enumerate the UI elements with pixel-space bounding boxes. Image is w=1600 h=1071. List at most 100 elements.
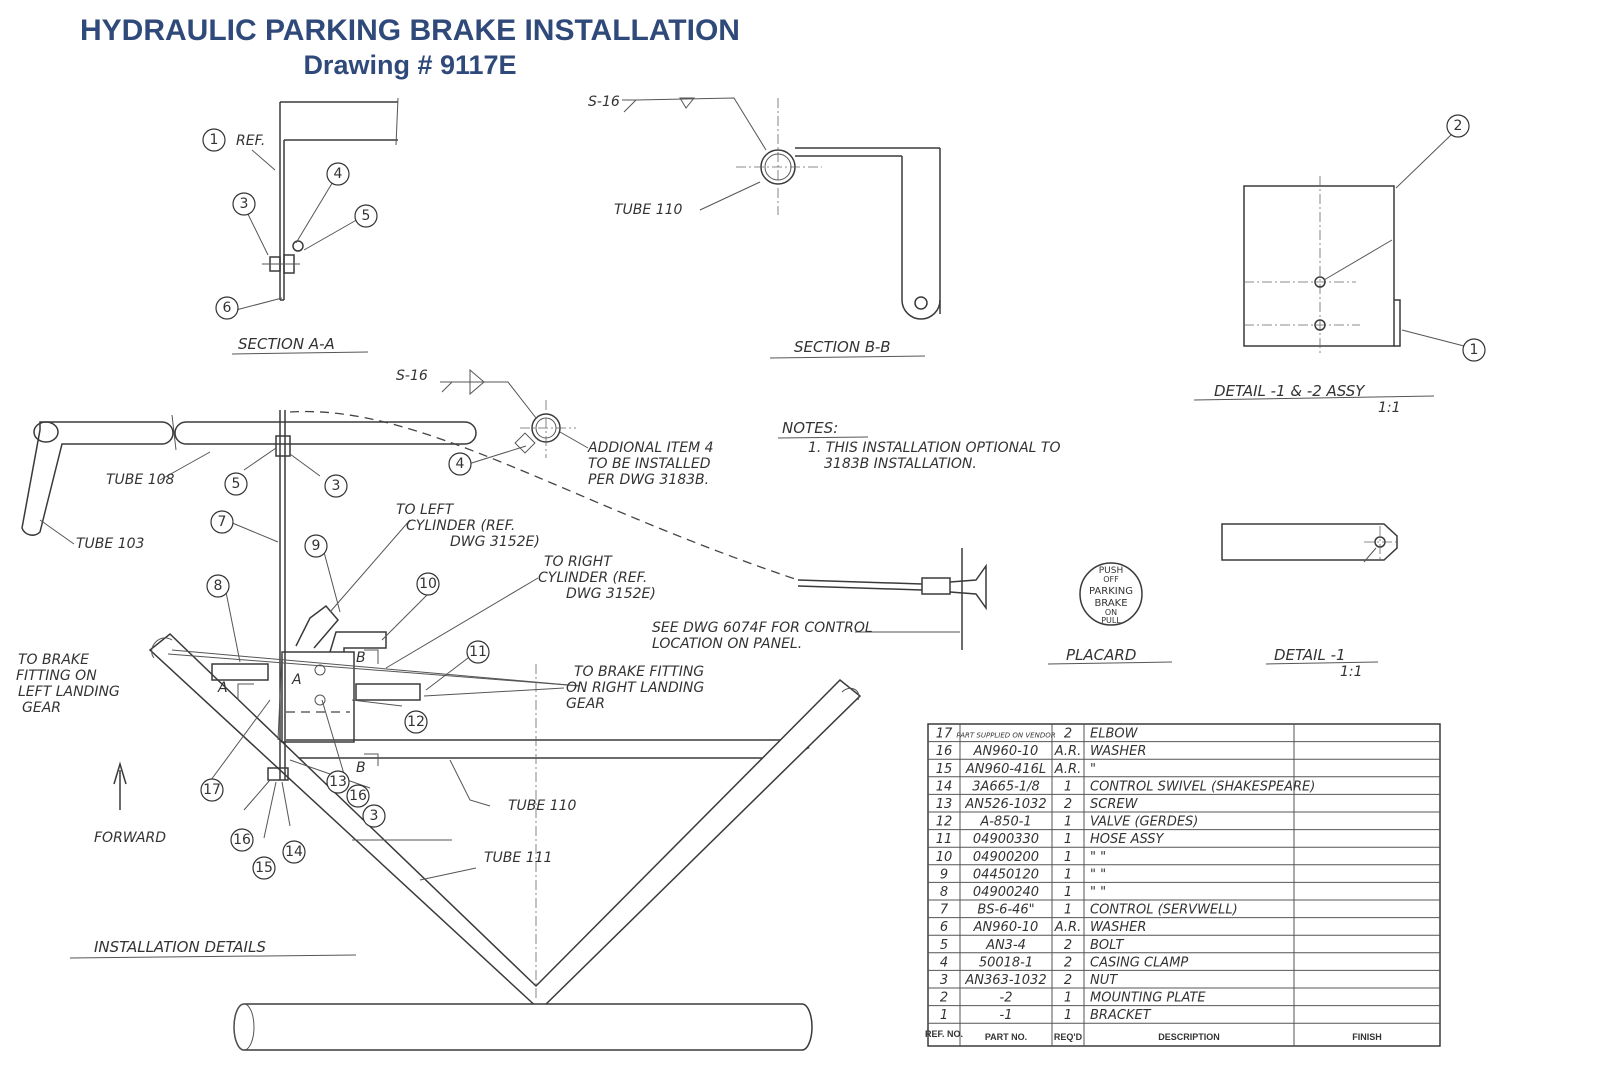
table-cell-qty: 1	[1064, 867, 1072, 882]
table-cell-ref: 12	[936, 815, 953, 830]
table-cell-ref: 14	[936, 779, 953, 794]
table-cell-qty: 1	[1064, 991, 1072, 1006]
table-cell-desc: ELBOW	[1090, 727, 1139, 742]
tube-110-label: TUBE 110	[614, 202, 683, 218]
balloon-9	[304, 534, 328, 558]
table-cell-part: 04900330	[973, 832, 1039, 847]
control-note-line-1: SEE DWG 6074F FOR CONTROL	[652, 620, 873, 636]
table-cell-ref: 5	[940, 938, 948, 953]
table-cell-part: -1	[1000, 1008, 1013, 1023]
placard-text: PARKING	[1089, 586, 1133, 597]
balloon-14	[282, 840, 306, 864]
placard-title: PLACARD	[1066, 646, 1136, 664]
balloon-label: 17	[203, 782, 221, 798]
table-header-qty: REQ'D	[1054, 1032, 1083, 1042]
balloon-3	[324, 474, 348, 498]
detail-assy-title: DETAIL -1 & -2 ASSY	[1214, 382, 1366, 400]
balloon-label: 4	[456, 456, 465, 472]
drawing-number: Drawing # 9117E	[303, 50, 517, 80]
balloon-label: 5	[362, 208, 371, 224]
drawing-title: HYDRAULIC PARKING BRAKE INSTALLATION	[80, 14, 740, 47]
balloon-label: 2	[1454, 118, 1463, 134]
table-cell-qty: 1	[1064, 832, 1072, 847]
balloon-17	[200, 778, 224, 802]
balloon-label: 11	[469, 644, 487, 660]
balloon-11	[466, 640, 490, 664]
right-cylinder-line-1: TO RIGHT	[544, 554, 613, 570]
table-cell-ref: 10	[936, 850, 953, 865]
view-b-mark: B	[356, 650, 366, 666]
balloon-label: 13	[329, 774, 347, 790]
section-b-b: S-16 TUBE 110 SECTION B-B	[588, 94, 941, 359]
weld-label: S-16	[588, 94, 620, 110]
table-cell-desc: HOSE ASSY	[1090, 832, 1165, 847]
notes-title: NOTES:	[782, 419, 838, 437]
placard-text: BRAKE	[1094, 598, 1127, 609]
table-header-finish: FINISH	[1352, 1032, 1382, 1042]
table-cell-ref: 3	[940, 973, 948, 988]
table-cell-desc: " "	[1090, 850, 1106, 865]
table-cell-part: 3A665-1/8	[972, 779, 1040, 794]
table-cell-qty: 2	[1064, 797, 1072, 812]
table-cell-part: BS-6-46"	[977, 903, 1034, 918]
table-cell-desc: BOLT	[1090, 938, 1125, 953]
tube-103-label: TUBE 103	[76, 536, 144, 552]
additional-note-line-3: PER DWG 3183B.	[588, 472, 709, 488]
table-cell-desc: VALVE (GERDES)	[1090, 815, 1198, 830]
table-cell-ref: 15	[936, 762, 953, 777]
table-cell-desc: CONTROL SWIVEL (SHAKESPEARE)	[1090, 779, 1315, 794]
detail-1-title: DETAIL -1	[1274, 646, 1346, 664]
left-cylinder-line-2: CYLINDER (REF.	[406, 518, 515, 534]
placard: PUSH OFF PARKING BRAKE ON PULL PLACARD	[1047, 562, 1173, 665]
table-cell-ref: 8	[940, 885, 948, 900]
balloon-label: 3	[370, 808, 379, 824]
table-header-part: PART NO.	[985, 1032, 1027, 1042]
table-cell-qty: A.R.	[1054, 762, 1081, 777]
balloon-2	[1446, 114, 1470, 138]
table-cell-desc: "	[1090, 762, 1096, 777]
table-cell-desc: " "	[1090, 867, 1106, 882]
table-cell-qty: 2	[1064, 955, 1072, 970]
table-cell-part: AN3-4	[985, 938, 1026, 953]
balloon-label: 8	[214, 578, 223, 594]
balloon-label: 9	[312, 538, 321, 554]
balloon-8	[206, 574, 230, 598]
tube-110-label: TUBE 110	[508, 798, 577, 814]
placard-text: PUSH	[1099, 566, 1124, 576]
balloon-15	[252, 856, 276, 880]
forward-label: FORWARD	[94, 830, 166, 846]
table-cell-qty: 1	[1064, 779, 1072, 794]
table-cell-desc: CONTROL (SERVWELL)	[1090, 903, 1238, 918]
balloon-label: 7	[218, 514, 227, 530]
view-a-mark: A	[217, 680, 228, 696]
balloon-label: 3	[332, 478, 341, 494]
tube-108-label: TUBE 108	[106, 472, 175, 488]
balloon-4	[326, 162, 350, 186]
left-gear-line-3: LEFT LANDING	[18, 684, 120, 700]
note-line-2: 3183B INSTALLATION.	[824, 456, 977, 472]
right-cylinder-line-3: DWG 3152E)	[566, 586, 656, 602]
balloon-label: 6	[223, 300, 232, 316]
placard-text: PULL	[1101, 616, 1121, 625]
table-cell-desc: NUT	[1090, 973, 1118, 988]
balloon-label: 1	[210, 132, 219, 148]
table-cell-ref: 13	[936, 797, 953, 812]
balloon-16	[230, 828, 254, 852]
table-cell-part: AN960-10	[973, 744, 1039, 759]
table-cell-part: -2	[1000, 991, 1013, 1006]
balloon-1	[202, 128, 226, 152]
notes: NOTES: 1. THIS INSTALLATION OPTIONAL TO …	[777, 419, 1061, 472]
table-cell-part: 04900200	[973, 850, 1039, 865]
table-cell-part: AN960-416L	[965, 762, 1046, 777]
balloon-4	[448, 452, 472, 476]
weld-label: S-16	[396, 368, 428, 384]
section-a-a: 1 REF. 3 4 5 6 SECTION A-A	[202, 97, 399, 355]
balloon-16	[346, 784, 370, 808]
balloon-7	[210, 510, 234, 534]
table-cell-part: 04900240	[973, 885, 1039, 900]
balloon-5	[354, 204, 378, 228]
balloon-1	[1462, 338, 1486, 362]
table-cell-ref: 16	[936, 744, 953, 759]
balloon-label: 12	[407, 714, 425, 730]
